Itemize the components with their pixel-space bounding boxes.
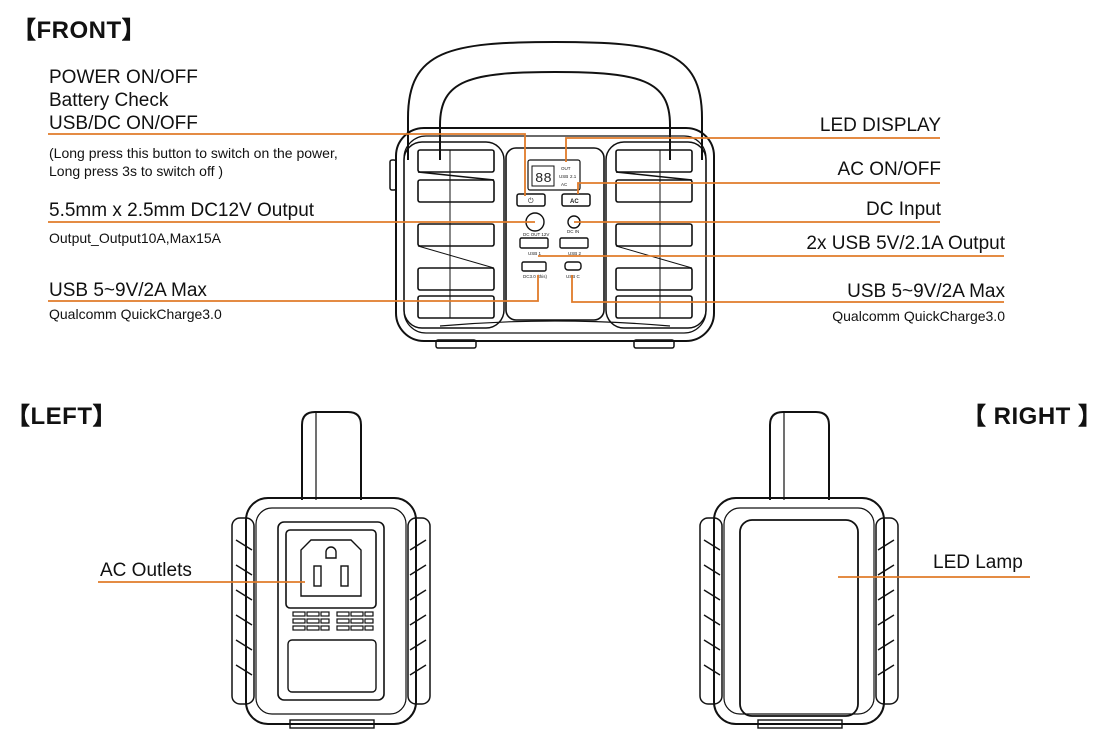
disp-val-text: 2.1	[570, 174, 577, 179]
left-view	[231, 411, 431, 729]
usb1-port	[519, 237, 549, 249]
disp-out-text: OUT	[561, 166, 571, 171]
leader-led-display	[565, 137, 940, 162]
ac-button-text: AC	[570, 199, 579, 205]
usb-qc-left-label: USB 5~9V/2A Max	[49, 280, 207, 301]
front-left-grip	[403, 141, 505, 329]
ac-outlet-panel	[277, 521, 385, 701]
left-heading: 【LEFT】	[6, 403, 117, 430]
dc-in-text: DC IN	[567, 229, 579, 234]
usb-2x-label: 2x USB 5V/2.1A Output	[806, 233, 1005, 254]
right-view	[699, 411, 899, 729]
led-display-label: LED DISPLAY	[819, 115, 941, 136]
dc-output-label: 5.5mm x 2.5mm DC12V Output	[49, 200, 315, 221]
usb2-port	[559, 237, 589, 249]
usb-qc-right-label: USB 5~9V/2A Max	[847, 281, 1005, 302]
dc-qc-text: DC3.0 (this)	[523, 274, 548, 279]
usb-qc-left-sublabel: Qualcomm QuickCharge3.0	[49, 306, 222, 322]
right-heading: 【 RIGHT 】	[962, 403, 1093, 430]
front-right-grip	[605, 141, 707, 329]
dc-out-text: DC OUT 12V	[523, 232, 549, 237]
front-center-panel	[505, 147, 605, 321]
svg-text:88: 88	[535, 171, 552, 187]
usb1-text: USB 1	[528, 251, 542, 256]
usb-qc-port	[521, 261, 547, 272]
leader-lines	[48, 133, 1030, 583]
ac-outlets-label: AC Outlets	[100, 560, 192, 581]
front-body	[395, 127, 715, 342]
right-grip-slats	[615, 149, 693, 319]
dc-output-sublabel: Output_Output10A,Max15A	[49, 230, 221, 246]
front-handle	[407, 40, 703, 160]
dc-input-label: DC Input	[866, 199, 941, 220]
disp-ac-text: AC	[561, 182, 568, 187]
led-lamp-panel	[739, 519, 859, 717]
ac-onoff-label: AC ON/OFF	[837, 159, 941, 180]
front-handle-inner	[439, 70, 671, 160]
leader-ac-onoff	[577, 182, 940, 194]
ac-button	[561, 193, 591, 207]
usb2-text: USB 2	[568, 251, 582, 256]
usb-c-port	[564, 261, 582, 271]
leader-usb-qc-left	[48, 275, 539, 302]
leader-power	[48, 133, 526, 196]
battery-check-label: Battery Check	[49, 90, 169, 111]
usb-dc-onoff-label: USB/DC ON/OFF	[49, 113, 198, 134]
left-grip-slats	[417, 149, 495, 319]
power-onoff-label: POWER ON/OFF	[49, 67, 198, 88]
led-lamp-label: LED Lamp	[933, 552, 1023, 573]
leader-usb-qc-right	[571, 275, 1004, 303]
usb-c-text: USB C	[566, 274, 581, 279]
power-button	[516, 193, 546, 207]
lcd-display	[527, 159, 581, 191]
usb-qc-right-sublabel: Qualcomm QuickCharge3.0	[832, 308, 1005, 324]
disp-usb-text: USB	[559, 174, 568, 179]
front-heading: 【FRONT】	[12, 17, 147, 44]
svg-text:⏻: ⏻	[528, 197, 534, 205]
power-note: (Long press this button to switch on the…	[49, 145, 338, 179]
